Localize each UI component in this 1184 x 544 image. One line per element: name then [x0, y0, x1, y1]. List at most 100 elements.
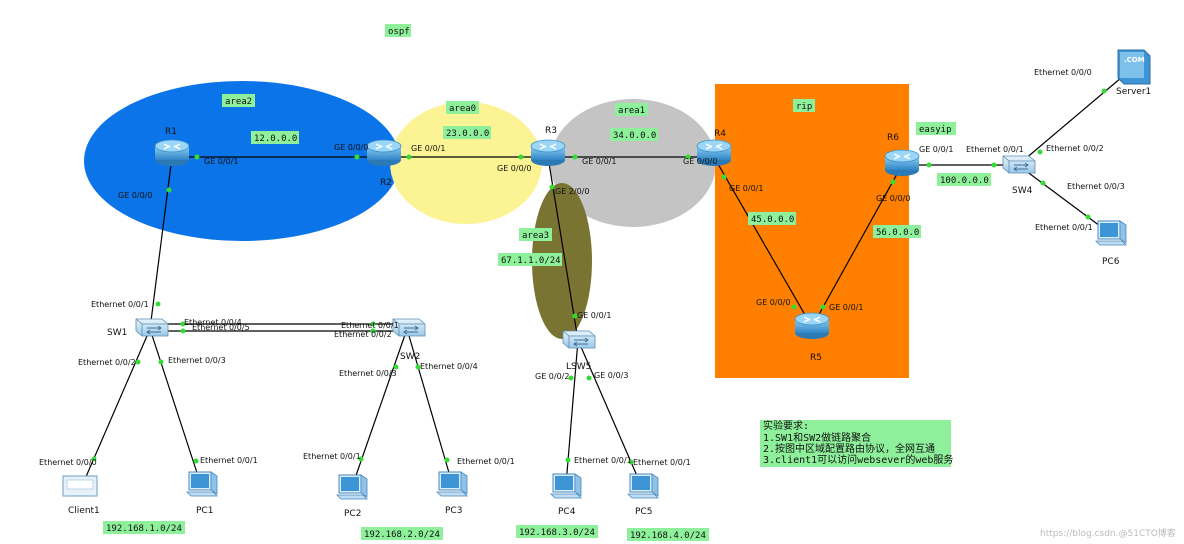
svg-text:Ethernet 0/0/3: Ethernet 0/0/3: [339, 369, 397, 378]
label-sw1: SW1: [107, 328, 127, 338]
pc3-icon[interactable]: [436, 471, 468, 497]
tag-56: 56.0.0.0: [876, 228, 919, 238]
svg-text:Ethernet 0/0/0: Ethernet 0/0/0: [39, 458, 97, 467]
area1-region: [550, 99, 716, 227]
client1-icon[interactable]: [62, 475, 98, 497]
switch-sw4-icon[interactable]: [1002, 155, 1036, 174]
requirements-note: 实验要求: 1.SW1和SW2做链路聚合 2.按图中区域配置路由协议，全网互通 …: [760, 419, 953, 467]
router-r6-icon[interactable]: [884, 149, 920, 177]
pc6-icon[interactable]: [1095, 220, 1127, 246]
diagram-title: ospf: [388, 27, 410, 37]
svg-text:Ethernet 0/0/1: Ethernet 0/0/1: [574, 456, 632, 465]
tag-67: 67.1.1.0/24: [501, 256, 561, 266]
port-dots: [91, 88, 1107, 465]
tag-rip: rip: [796, 102, 812, 112]
svg-text:GE 0/0/1: GE 0/0/1: [577, 311, 611, 320]
tag-area3: area3: [522, 231, 549, 241]
label-r6: R6: [887, 133, 899, 143]
watermark: https://blog.csdn.@51CTO博客: [1040, 527, 1176, 539]
label-pc3: PC3: [445, 506, 462, 516]
svg-text:GE 0/0/0: GE 0/0/0: [756, 298, 790, 307]
link-sw4-pc6: [1017, 164, 1109, 233]
server1-icon[interactable]: .COM: [1117, 49, 1151, 85]
label-r1: R1: [165, 127, 177, 137]
tag-45: 45.0.0.0: [751, 215, 794, 225]
link-sw4-server1: [1017, 71, 1129, 166]
svg-text:Ethernet 0/0/1: Ethernet 0/0/1: [966, 145, 1024, 154]
svg-text:Ethernet 0/0/3: Ethernet 0/0/3: [1067, 182, 1125, 191]
tag-lan1: 192.168.1.0/24: [106, 524, 182, 534]
link-r4-r5: [713, 156, 813, 328]
label-r4: R4: [714, 129, 726, 139]
svg-text:GE 0/0/1: GE 0/0/1: [411, 144, 445, 153]
svg-text:GE 0/0/1: GE 0/0/1: [204, 157, 238, 166]
svg-text:Ethernet 0/0/4: Ethernet 0/0/4: [420, 362, 478, 371]
svg-text:GE 0/0/1: GE 0/0/1: [582, 157, 616, 166]
area0-region: [390, 102, 542, 224]
tag-100: 100.0.0.0: [940, 176, 989, 186]
svg-text:Ethernet 0/0/3: Ethernet 0/0/3: [168, 356, 226, 365]
svg-text:Ethernet 0/0/0: Ethernet 0/0/0: [1034, 68, 1092, 77]
label-pc5: PC5: [635, 507, 652, 517]
label-server1: Server1: [1116, 87, 1151, 97]
svg-text:GE 0/0/2: GE 0/0/2: [535, 372, 569, 381]
svg-text:GE 0/0/0: GE 0/0/0: [876, 194, 910, 203]
svg-text:GE 0/0/0: GE 0/0/0: [334, 143, 368, 152]
svg-text:Ethernet 0/0/1: Ethernet 0/0/1: [633, 458, 691, 467]
pc4-icon[interactable]: [550, 473, 582, 499]
label-r3: R3: [545, 126, 557, 136]
router-r3-icon[interactable]: [530, 139, 566, 167]
tag-area2: area2: [225, 97, 252, 107]
label-pc1: PC1: [196, 506, 213, 516]
label-pc6: PC6: [1102, 257, 1120, 267]
tag-12: 12.0.0.0: [254, 134, 297, 144]
tag-lan2: 192.168.2.0/24: [364, 530, 440, 540]
note-line2: 2.按图中区域配置路由协议，全网互通: [763, 442, 935, 455]
tag-lan4: 192.168.4.0/24: [630, 531, 706, 541]
tag-lan3: 192.168.3.0/24: [519, 528, 595, 538]
switch-lsw5-icon[interactable]: [562, 330, 596, 349]
switch-sw1-icon[interactable]: [135, 318, 169, 337]
network-tags: ospf area2 area0 area1 area3 rip easyip …: [103, 24, 991, 541]
svg-text:Ethernet 0/0/2: Ethernet 0/0/2: [1046, 144, 1104, 153]
label-client1: Client1: [68, 506, 100, 516]
svg-text:Ethernet 0/0/5: Ethernet 0/0/5: [192, 323, 250, 332]
label-r5: R5: [810, 353, 822, 363]
svg-text:GE 2/0/0: GE 2/0/0: [555, 187, 589, 196]
router-r2-icon[interactable]: [366, 139, 402, 167]
area2-region: [84, 81, 400, 241]
tag-34: 34.0.0.0: [613, 131, 656, 141]
note-line3: 3.client1可以访问websever的web服务: [763, 453, 953, 466]
svg-text:.COM: .COM: [1124, 56, 1145, 64]
svg-text:GE 0/0/0: GE 0/0/0: [118, 191, 152, 200]
label-sw4: SW4: [1012, 186, 1033, 196]
label-r2: R2: [380, 178, 392, 188]
label-pc2: PC2: [344, 509, 361, 519]
svg-text:Ethernet 0/0/4: Ethernet 0/0/4: [184, 318, 242, 327]
router-r1-icon[interactable]: [154, 139, 190, 167]
link-sw2-pc2: [351, 328, 408, 488]
label-pc4: PC4: [558, 507, 576, 517]
svg-text:Ethernet 0/0/2: Ethernet 0/0/2: [334, 330, 392, 339]
label-lsw5: LSW5: [566, 362, 591, 372]
label-sw2: SW2: [400, 352, 420, 362]
svg-text:GE 0/0/1: GE 0/0/1: [829, 303, 863, 312]
pc2-icon[interactable]: [336, 474, 368, 500]
pc1-icon[interactable]: [186, 471, 218, 497]
router-r5-icon[interactable]: [794, 312, 830, 340]
tag-area1: area1: [618, 106, 645, 116]
svg-text:GE 0/0/0: GE 0/0/0: [497, 164, 531, 173]
svg-text:Ethernet 0/0/1: Ethernet 0/0/1: [457, 457, 515, 466]
pc5-icon[interactable]: [627, 473, 659, 499]
port-labels: GE 0/0/1 GE 0/0/0 GE 0/0/0 GE 0/0/1 GE 0…: [39, 68, 1125, 467]
svg-text:GE 0/0/0: GE 0/0/0: [683, 157, 717, 166]
link-r6-r5: [811, 164, 903, 328]
svg-text:Ethernet 0/0/1: Ethernet 0/0/1: [1035, 223, 1093, 232]
svg-text:Ethernet 0/0/1: Ethernet 0/0/1: [341, 321, 399, 330]
tag-area0: area0: [449, 104, 476, 114]
link-sw2-pc3: [406, 328, 453, 484]
svg-text:GE 0/0/3: GE 0/0/3: [594, 371, 628, 380]
tag-easyip: easyip: [919, 125, 952, 135]
